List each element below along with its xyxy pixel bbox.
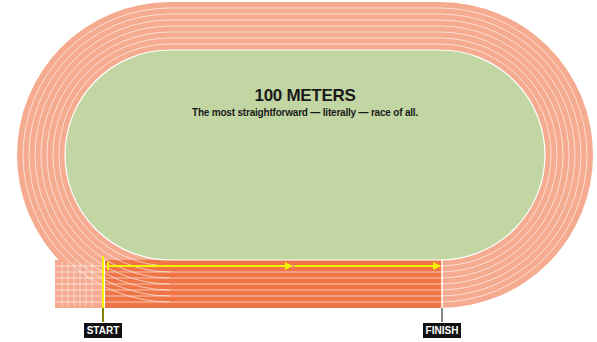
lane-line [55, 272, 170, 273]
track-mark [86, 262, 87, 306]
title: 100 METERS [155, 86, 455, 106]
distance-arrow [107, 265, 292, 267]
lane-line [55, 296, 170, 297]
arrow-tick [107, 262, 109, 270]
lane-line [41, 26, 569, 284]
lane-line [23, 8, 587, 302]
start-line [102, 256, 104, 322]
lane-line [59, 44, 551, 266]
track-mark [74, 262, 75, 306]
track-mark [62, 262, 63, 306]
lane-line [53, 38, 557, 272]
start-line [104, 260, 105, 308]
line-label: START [84, 323, 123, 338]
track-mark [68, 262, 69, 306]
track-mark [92, 262, 93, 306]
finish-line [441, 260, 443, 322]
lane-line [35, 20, 575, 290]
lane-line [55, 302, 170, 303]
distance-arrow [295, 265, 440, 267]
lane-line [29, 14, 581, 296]
caption: The most straightforward — literally — r… [130, 107, 480, 118]
line-label: FINISH [423, 323, 462, 338]
leader-line [103, 308, 104, 322]
track-mark [80, 262, 81, 306]
lane-line [47, 32, 563, 278]
leader-line [442, 308, 443, 322]
infield [65, 50, 545, 260]
lane-line [55, 278, 170, 279]
